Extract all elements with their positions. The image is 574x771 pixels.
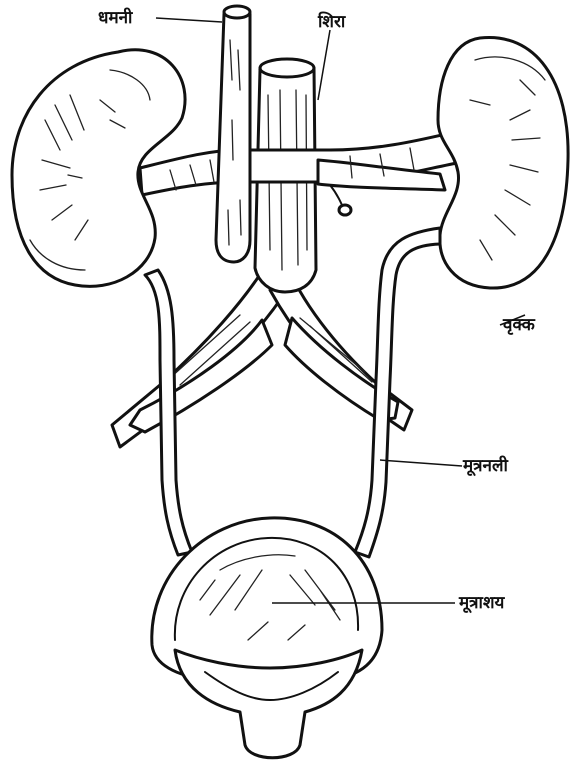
artery-label: धमनी <box>98 7 133 28</box>
bladder-label: मूत्राशय <box>458 593 506 614</box>
aorta <box>216 6 250 262</box>
ureter-leader-line <box>380 460 462 466</box>
artery-leader-line <box>156 18 222 22</box>
kidney-label: वृक्क <box>502 315 536 335</box>
right-kidney <box>438 37 568 288</box>
vein-label: शिरा <box>317 11 346 32</box>
vein-leader-line <box>318 30 330 100</box>
urinary-bladder <box>152 518 382 758</box>
ureter-label: मूत्रनली <box>462 455 509 477</box>
